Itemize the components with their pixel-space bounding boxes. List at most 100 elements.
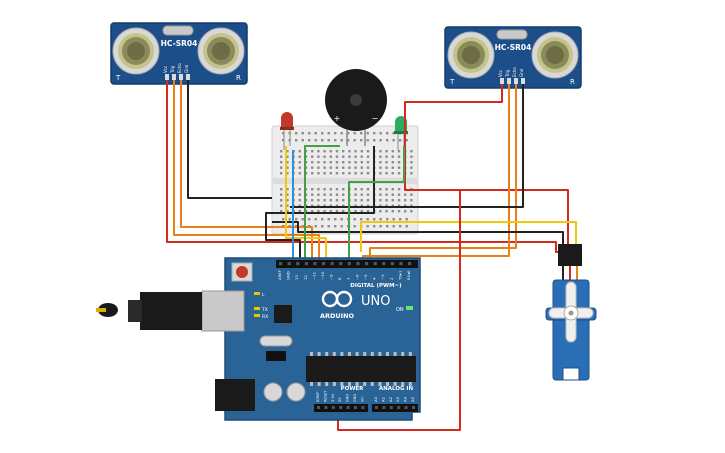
breadboard-hole[interactable]	[329, 204, 332, 207]
breadboard-hole[interactable]	[353, 132, 356, 135]
breadboard-hole[interactable]	[360, 218, 363, 221]
breadboard-hole[interactable]	[391, 150, 394, 153]
breadboard-hole[interactable]	[335, 199, 339, 202]
digital-pin[interactable]	[347, 262, 351, 266]
breadboard-hole[interactable]	[379, 161, 382, 164]
breadboard-hole[interactable]	[404, 210, 407, 213]
breadboard-hole[interactable]	[397, 210, 401, 213]
breadboard-hole[interactable]	[360, 199, 363, 202]
breadboard-hole[interactable]	[397, 155, 401, 158]
breadboard-hole[interactable]	[298, 199, 301, 202]
breadboard-hole[interactable]	[366, 193, 370, 196]
breadboard-hole[interactable]	[321, 225, 324, 228]
breadboard-hole[interactable]	[282, 218, 285, 221]
breadboard-hole[interactable]	[360, 188, 363, 191]
breadboard-hole[interactable]	[282, 139, 285, 142]
breadboard-hole[interactable]	[360, 210, 363, 213]
sensor-pins[interactable]	[165, 74, 190, 80]
breadboard-hole[interactable]	[342, 166, 345, 169]
breadboard-hole[interactable]	[404, 199, 407, 202]
digital-pin[interactable]	[390, 262, 394, 266]
breadboard-hole[interactable]	[360, 204, 363, 207]
breadboard-hole[interactable]	[392, 139, 395, 142]
breadboard-hole[interactable]	[335, 155, 339, 158]
breadboard-hole[interactable]	[327, 139, 330, 142]
digital-pin[interactable]	[339, 262, 343, 266]
breadboard-hole[interactable]	[410, 161, 413, 164]
breadboard-hole[interactable]	[298, 193, 301, 196]
wire-left-echo[interactable]	[180, 80, 313, 262]
power-pin[interactable]	[331, 406, 335, 409]
breadboard-hole[interactable]	[410, 166, 413, 169]
breadboard-hole[interactable]	[317, 210, 320, 213]
breadboard-hole[interactable]	[391, 166, 394, 169]
breadboard-hole[interactable]	[354, 150, 357, 153]
breadboard-hole[interactable]	[329, 199, 332, 202]
breadboard-hole[interactable]	[335, 210, 339, 213]
breadboard-hole[interactable]	[327, 218, 330, 221]
wire-green-led[interactable]	[348, 146, 405, 262]
breadboard-hole[interactable]	[399, 218, 402, 221]
breadboard-hole[interactable]	[286, 155, 289, 158]
breadboard-hole[interactable]	[354, 161, 357, 164]
breadboard-hole[interactable]	[379, 193, 382, 196]
breadboard-hole[interactable]	[397, 204, 401, 207]
breadboard-hole[interactable]	[342, 204, 345, 207]
wire-left-vcc[interactable]	[166, 80, 560, 253]
breadboard-hole[interactable]	[386, 139, 389, 142]
breadboard-hole[interactable]	[397, 172, 401, 175]
breadboard-hole[interactable]	[353, 218, 356, 221]
breadboard-hole[interactable]	[360, 161, 363, 164]
breadboard-hole[interactable]	[354, 155, 357, 158]
breadboard-hole[interactable]	[404, 204, 407, 207]
breadboard-hole[interactable]	[280, 166, 283, 169]
breadboard-hole[interactable]	[314, 218, 317, 221]
analog-pin[interactable]	[382, 406, 386, 409]
breadboard-hole[interactable]	[397, 166, 401, 169]
breadboard-hole[interactable]	[329, 172, 332, 175]
power-pin[interactable]	[339, 406, 343, 409]
breadboard-hole[interactable]	[386, 218, 389, 221]
breadboard-hole[interactable]	[323, 150, 326, 153]
wire-green-2[interactable]	[304, 145, 340, 262]
breadboard-hole[interactable]	[373, 218, 376, 221]
breadboard-hole[interactable]	[366, 188, 370, 191]
ultrasonic-sensor-right[interactable]: HC-SR04 T R Vcc Trig Echo Gnd	[444, 26, 582, 89]
digital-pin[interactable]	[356, 262, 360, 266]
breadboard-hole[interactable]	[301, 139, 304, 142]
breadboard-hole[interactable]	[323, 172, 326, 175]
breadboard-hole[interactable]	[340, 132, 343, 135]
digital-pin[interactable]	[313, 262, 317, 266]
breadboard-hole[interactable]	[354, 199, 357, 202]
breadboard-hole[interactable]	[280, 161, 283, 164]
digital-pin[interactable]	[373, 262, 377, 266]
breadboard-hole[interactable]	[340, 139, 343, 142]
breadboard-hole[interactable]	[342, 161, 345, 164]
power-pin[interactable]	[346, 406, 350, 409]
breadboard-hole[interactable]	[386, 225, 389, 228]
breadboard-hole[interactable]	[317, 150, 320, 153]
breadboard-hole[interactable]	[397, 188, 401, 191]
breadboard-hole[interactable]	[286, 210, 289, 213]
breadboard-hole[interactable]	[317, 161, 320, 164]
breadboard-hole[interactable]	[317, 155, 320, 158]
breadboard-hole[interactable]	[295, 139, 298, 142]
digital-pin[interactable]	[399, 262, 403, 266]
breadboard-hole[interactable]	[385, 161, 388, 164]
breadboard-hole[interactable]	[379, 188, 382, 191]
arduino-uno[interactable]: ARDUINO UNO DIGITAL (PWM~) ON TX RX L AR…	[96, 257, 421, 421]
wire-ground-servo[interactable]	[272, 221, 564, 252]
breadboard-hole[interactable]	[392, 218, 395, 221]
breadboard-hole[interactable]	[379, 204, 382, 207]
breadboard-hole[interactable]	[280, 199, 283, 202]
reset-button[interactable]	[231, 262, 253, 282]
breadboard-hole[interactable]	[354, 210, 357, 213]
breadboard-hole[interactable]	[410, 172, 413, 175]
breadboard-hole[interactable]	[348, 172, 351, 175]
breadboard-hole[interactable]	[311, 204, 314, 207]
breadboard-hole[interactable]	[348, 166, 351, 169]
breadboard-hole[interactable]	[405, 218, 408, 221]
breadboard-hole[interactable]	[347, 139, 350, 142]
breadboard-hole[interactable]	[323, 210, 326, 213]
breadboard-hole[interactable]	[323, 166, 326, 169]
